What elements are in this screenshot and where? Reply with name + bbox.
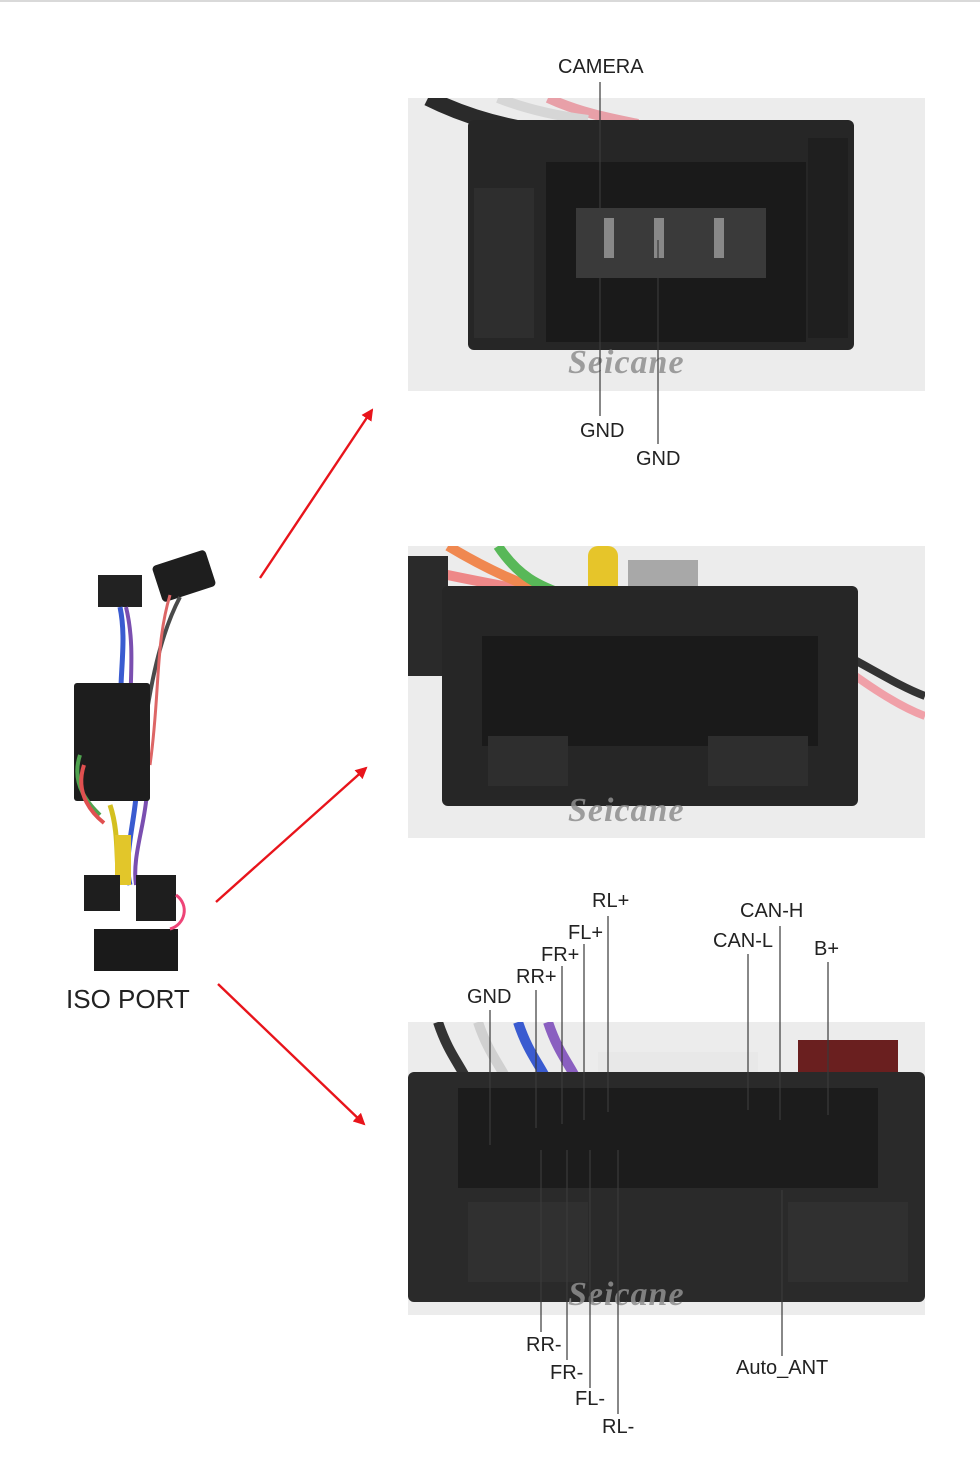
connector-photo-3: Seicane [408, 1022, 925, 1315]
harness-photo [60, 545, 240, 985]
label-can-h: CAN-H [740, 900, 804, 922]
connector-photo-2: Seicane [408, 546, 925, 838]
label-rr-minus: RR- [526, 1334, 562, 1356]
arrow-to-connector-1 [259, 408, 374, 579]
top-divider [0, 0, 980, 2]
label-rr-plus: RR+ [516, 966, 557, 988]
label-rl-minus: RL- [602, 1416, 635, 1438]
arrow-to-connector-3 [217, 983, 366, 1126]
label-fr-plus: FR+ [541, 944, 580, 966]
label-can-l: CAN-L [713, 930, 774, 952]
watermark: Seicane [568, 792, 685, 829]
label-gnd-2: GND [636, 448, 681, 470]
label-b-plus: B+ [814, 938, 840, 960]
label-gnd-1: GND [580, 420, 625, 442]
watermark: Seicane [568, 344, 685, 381]
label-rl-plus: RL+ [592, 890, 630, 912]
label-camera: CAMERA [558, 56, 644, 78]
label-auto-ant: Auto_ANT [736, 1357, 829, 1379]
label-gnd: GND [467, 986, 512, 1008]
label-fr-minus: FR- [550, 1362, 584, 1384]
connector-photo-1: Seicane [408, 98, 925, 391]
iso-port-label: ISO PORT [66, 984, 190, 1014]
label-fl-plus: FL+ [568, 922, 604, 944]
watermark: Seicane [568, 1276, 685, 1313]
label-fl-minus: FL- [575, 1388, 605, 1410]
